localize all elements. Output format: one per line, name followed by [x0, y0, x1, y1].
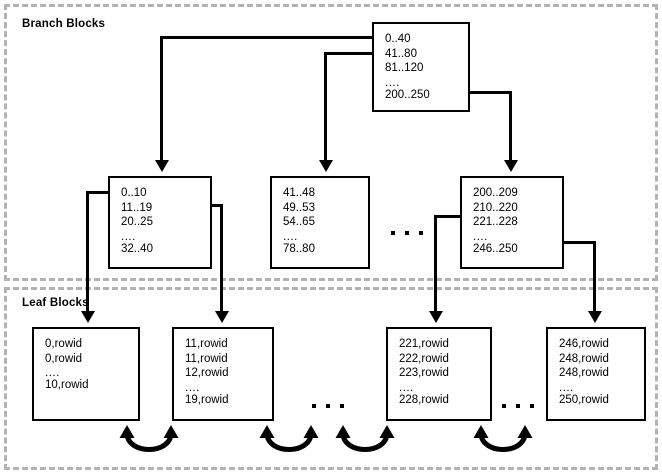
ellipsis-dot — [530, 404, 534, 408]
branch2-entry-1: 41..48 — [283, 187, 315, 199]
branch-blocks-region — [4, 4, 658, 281]
leaf1-entry-4: 10,rowid — [45, 379, 89, 391]
connector-branch3-to-leaf4-horizontal — [561, 241, 596, 244]
branch3-entry-ellipsis: .... — [473, 230, 488, 243]
ellipsis-dot — [391, 231, 395, 235]
leaf2-entry-3: 12,rowid — [185, 367, 229, 379]
connector-root-to-branch3-horizontal — [467, 91, 512, 94]
leaf-blocks-region — [4, 287, 658, 470]
leaf-link-arrow-1 — [118, 425, 180, 465]
connector-branch3-to-leaf4-vertical — [593, 241, 596, 313]
root-entry-ellipsis: .... — [385, 76, 400, 89]
connector-root-to-branch2-horizontal — [324, 52, 374, 55]
branch-block-3[interactable]: 200..209 210..220 221..228 .... 246..250 — [460, 176, 564, 269]
branch2-entry-3: 54..65 — [283, 216, 315, 228]
root-entry-5: 200..250 — [385, 88, 430, 101]
branch1-entry-2: 11..19 — [121, 201, 153, 214]
branch2-entry-2: 49..53 — [283, 201, 315, 214]
branch-block-2[interactable]: 41..48 49..53 54..65 .... 78..80 — [270, 176, 370, 269]
ellipsis-dot — [419, 231, 423, 235]
arrowhead-leaf1 — [80, 311, 95, 323]
leaf-block-3[interactable]: 221,rowid 222,rowid 223,rowid .... 228,r… — [386, 327, 492, 421]
branch2-entry-5: 78..80 — [283, 242, 315, 255]
arrowhead-branch2 — [318, 160, 333, 172]
leaf-row-ellipsis-2 — [502, 404, 534, 408]
branch1-entry-1: 0..10 — [121, 187, 147, 199]
ellipsis-dot — [502, 404, 506, 408]
leaf2-entry-1: 11,rowid — [185, 338, 228, 350]
leaf4-entry-1: 246,rowid — [559, 338, 609, 350]
connector-branch1-to-leaf1-horizontal — [86, 191, 111, 194]
leaf2-entry-5: 19,rowid — [185, 393, 229, 406]
branch1-entry-5: 32..40 — [121, 242, 153, 255]
leaf-row-ellipsis-1 — [312, 404, 344, 408]
leaf4-entry-2: 248,rowid — [559, 352, 609, 365]
arrowhead-leaf3 — [428, 311, 443, 323]
branch-block-1[interactable]: 0..10 11..19 20..25 .... 32..40 — [108, 176, 212, 269]
leaf-blocks-label: Leaf Blocks — [22, 297, 89, 309]
leaf4-entry-5: 250,rowid — [559, 393, 609, 406]
leaf-block-4[interactable]: 246,rowid 248,rowid 248,rowid .... 250,r… — [546, 327, 646, 421]
branch-row-ellipsis — [391, 231, 423, 235]
arrowhead-branch3 — [503, 160, 518, 172]
connector-branch3-to-leaf3-horizontal — [434, 215, 463, 218]
branch3-entry-3: 221..228 — [473, 216, 518, 228]
branch1-entry-3: 20..25 — [121, 216, 153, 228]
branch3-entry-1: 200..209 — [473, 187, 518, 199]
root-entry-3: 81..120 — [385, 62, 424, 74]
root-entry-1: 0..40 — [385, 33, 411, 45]
leaf-block-1[interactable]: 0,rowid 0,rowid .... 10,rowid — [32, 327, 140, 421]
leaf4-entry-3: 248,rowid — [559, 367, 609, 379]
connector-root-to-branch3-vertical — [509, 91, 512, 162]
ellipsis-dot — [326, 404, 330, 408]
leaf-link-arrow-3 — [334, 425, 396, 465]
leaf1-entry-ellipsis: .... — [45, 367, 60, 379]
leaf3-entry-5: 228,rowid — [399, 393, 449, 406]
connector-root-to-branch2-vertical — [324, 52, 327, 162]
branch2-entry-ellipsis: .... — [283, 230, 298, 243]
ellipsis-dot — [516, 404, 520, 408]
connector-branch1-to-leaf1-vertical — [86, 191, 89, 313]
ellipsis-dot — [405, 231, 409, 235]
leaf3-entry-2: 222,rowid — [399, 352, 449, 365]
connector-root-to-branch1-vertical — [160, 36, 163, 162]
ellipsis-dot — [340, 404, 344, 408]
root-block[interactable]: 0..40 41..80 81..120 .... 200..250 — [372, 22, 470, 112]
leaf1-entry-1: 0,rowid — [45, 338, 83, 350]
arrowhead-leaf2 — [214, 311, 229, 323]
connector-branch1-to-leaf2-vertical — [220, 204, 223, 313]
leaf3-entry-3: 223,rowid — [399, 367, 449, 379]
arrowhead-branch1 — [154, 160, 169, 172]
leaf4-entry-ellipsis: .... — [559, 381, 574, 394]
ellipsis-dot — [312, 404, 316, 408]
branch3-entry-2: 210..220 — [473, 201, 518, 214]
arrowhead-leaf4 — [587, 311, 602, 323]
root-entry-2: 41..80 — [385, 47, 417, 60]
leaf-link-arrow-4 — [472, 425, 534, 465]
leaf2-entry-ellipsis: .... — [185, 381, 200, 394]
connector-root-to-branch1-horizontal — [160, 36, 374, 39]
leaf2-entry-2: 11,rowid — [185, 352, 228, 365]
branch1-entry-ellipsis: .... — [121, 230, 136, 243]
branch3-entry-5: 246..250 — [473, 242, 518, 255]
leaf-block-2[interactable]: 11,rowid 11,rowid 12,rowid .... 19,rowid — [172, 327, 274, 421]
leaf-link-arrow-2 — [258, 425, 320, 465]
leaf3-entry-ellipsis: .... — [399, 381, 414, 394]
branch-blocks-label: Branch Blocks — [22, 18, 106, 30]
connector-branch1-to-leaf2-horizontal — [209, 204, 223, 207]
leaf1-entry-2: 0,rowid — [45, 352, 83, 365]
connector-branch3-to-leaf3-vertical — [434, 215, 437, 313]
leaf3-entry-1: 221,rowid — [399, 338, 449, 350]
